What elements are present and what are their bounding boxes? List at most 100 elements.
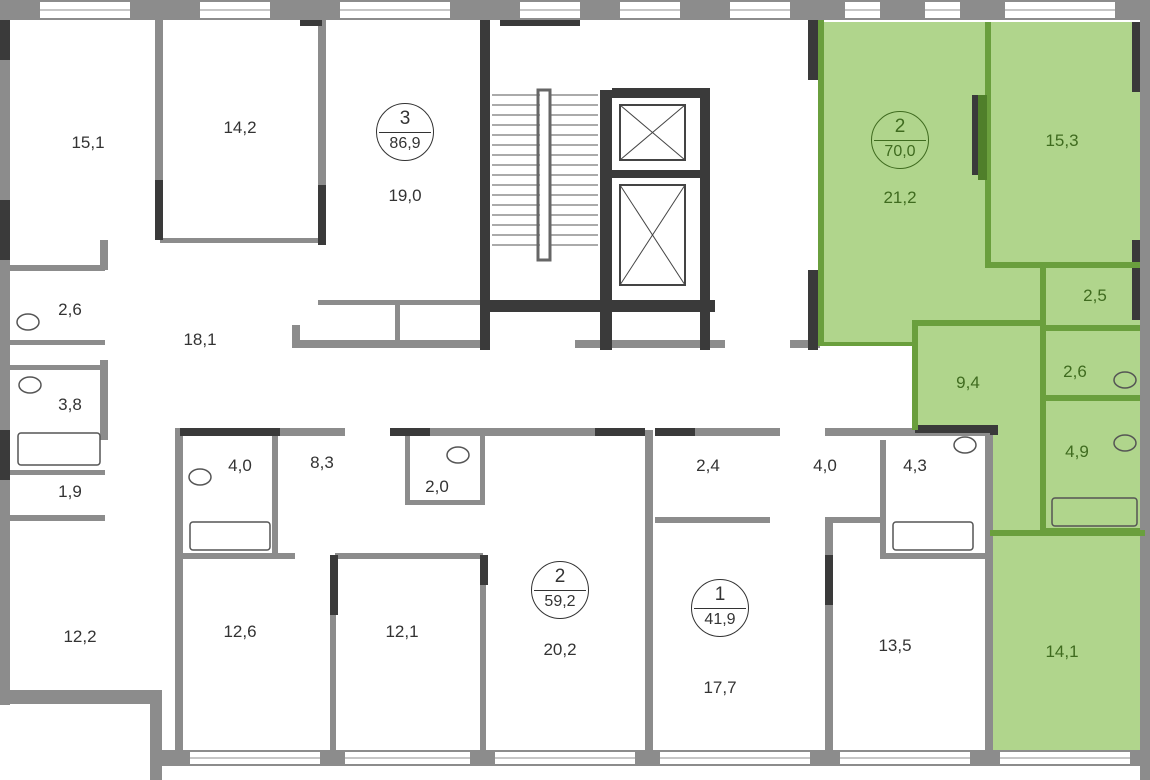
wall-dark (0, 20, 10, 60)
badge-divider (694, 608, 746, 609)
room-area-label: 4,0 (813, 456, 837, 475)
wall (318, 20, 326, 245)
highlighted-wall-dark (978, 95, 987, 180)
toilet (1113, 434, 1137, 452)
wall (0, 0, 10, 705)
wall (155, 20, 163, 240)
wall (575, 340, 725, 348)
stair-rail (536, 88, 552, 262)
wall (480, 430, 485, 505)
wall-dark (490, 300, 715, 312)
highlighted-wall (1040, 262, 1046, 532)
wall-dark (180, 428, 280, 436)
wall (292, 325, 300, 348)
room-area-label: 18,1 (183, 330, 217, 349)
room-area-label: 20,2 (543, 640, 577, 659)
room-area-label: 2,0 (425, 477, 449, 496)
wall (10, 515, 105, 521)
room-area-label: 12,1 (385, 622, 419, 641)
room-area-label: 12,2 (63, 627, 97, 646)
apartment-total-area: 59,2 (544, 593, 576, 610)
wall-dark (330, 555, 338, 615)
room-area-label: 13,5 (878, 636, 912, 655)
wall (10, 690, 160, 704)
room-area-label: 12,6 (223, 622, 257, 641)
highlighted-wall (1045, 395, 1140, 401)
wall (300, 340, 480, 348)
highlighted-wall (912, 320, 918, 430)
toilet (16, 313, 40, 331)
wall (825, 517, 885, 523)
wall (405, 500, 480, 505)
elevator-cross (619, 104, 686, 161)
wall (655, 517, 770, 523)
room-area-label: 4,0 (228, 456, 252, 475)
wall (272, 430, 278, 555)
wall-dark (480, 20, 490, 350)
wall-dark (612, 170, 702, 178)
wall (160, 238, 320, 243)
wall (100, 360, 108, 440)
wall (390, 428, 645, 436)
wall (985, 430, 993, 750)
room-area-label: 19,0 (388, 186, 422, 205)
room-area-label: 2,4 (696, 456, 720, 475)
wall (175, 428, 183, 750)
wall-dark (972, 95, 980, 175)
room-area-label: 15,3 (1045, 131, 1079, 150)
wall-dark (480, 555, 488, 585)
apartment-room-count: 2 (894, 116, 906, 137)
wall (405, 430, 410, 505)
bathtub (892, 521, 974, 551)
wall (1140, 0, 1150, 780)
wall-dark (0, 430, 10, 480)
room-area-label: 8,3 (310, 453, 334, 472)
wall-dark (1132, 240, 1140, 320)
wall-dark (300, 20, 322, 26)
room-area-label: 15,1 (71, 133, 105, 152)
wall (330, 555, 336, 750)
room-area-label: 2,6 (1063, 362, 1087, 381)
bathtub (17, 432, 101, 466)
wall-dark (655, 428, 695, 436)
highlighted-wall (990, 530, 1145, 536)
apartment-total-area: 86,9 (389, 135, 421, 152)
wall-dark (600, 90, 612, 350)
wall-dark (390, 428, 430, 436)
wall (825, 428, 990, 436)
wall-dark (318, 185, 326, 245)
wall (645, 430, 653, 750)
toilet (1113, 371, 1137, 389)
wall-dark (825, 555, 833, 605)
wall (10, 265, 105, 271)
highlighted-wall (985, 22, 991, 267)
wall-dark (612, 88, 707, 98)
highlighted-wall (985, 262, 1140, 268)
toilet (953, 436, 977, 454)
room-area-label: 2,5 (1083, 286, 1107, 305)
room-area-label: 14,2 (223, 118, 257, 137)
wall (318, 300, 483, 305)
wall (175, 553, 295, 559)
badge-divider (874, 140, 926, 141)
wall (825, 520, 833, 750)
room-area-label: 2,6 (58, 300, 82, 319)
elevator-cross (619, 184, 686, 286)
apartment-room-count: 1 (714, 584, 726, 605)
wall (880, 553, 985, 559)
toilet (188, 468, 212, 486)
wall (10, 365, 105, 370)
wall (655, 428, 780, 436)
highlighted-apartment-area (818, 22, 1140, 750)
bathtub (189, 521, 271, 551)
room-area-label: 4,3 (903, 456, 927, 475)
highlighted-wall (1045, 325, 1140, 331)
room-area-label: 14,1 (1045, 642, 1079, 661)
apartment-room-count: 3 (399, 108, 411, 129)
wall-dark (808, 270, 818, 345)
